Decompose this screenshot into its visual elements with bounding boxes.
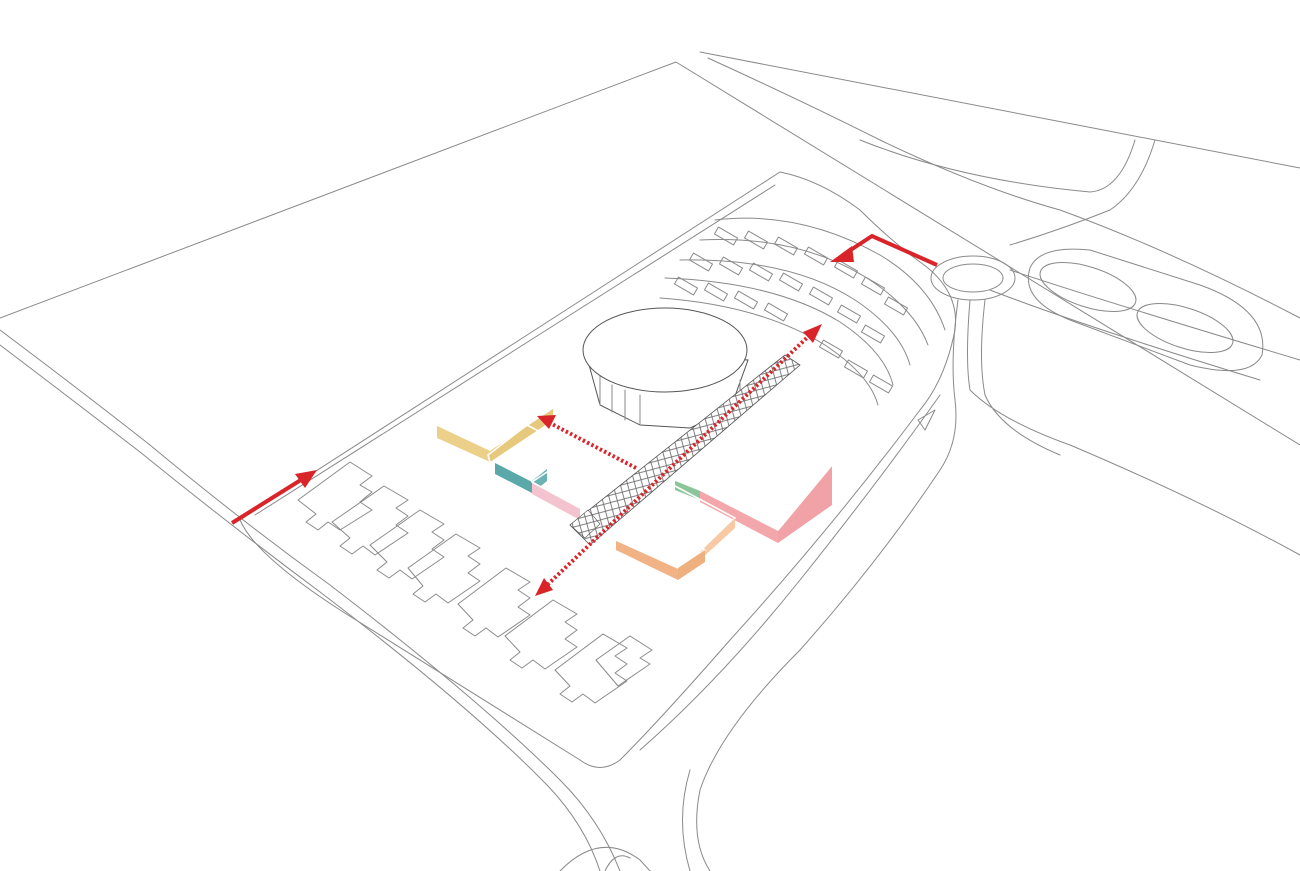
canopy-axis — [569, 354, 801, 546]
parking-bay — [763, 302, 789, 322]
oval-track-2 — [1136, 302, 1234, 354]
site-boundary-line — [0, 61, 1300, 446]
parking-bay — [803, 246, 829, 266]
stadium-facade-lines — [599, 371, 741, 426]
parking-bay — [773, 236, 799, 256]
arrow-right-icon — [230, 470, 317, 525]
parking-arc-4 — [664, 277, 894, 386]
parking-bay — [860, 324, 886, 344]
program-blocks — [436, 363, 833, 580]
parking-bay — [713, 226, 739, 246]
housing-block — [595, 635, 653, 687]
canopy-band-north — [569, 509, 601, 539]
roundabout-outer — [930, 255, 1016, 301]
ramp-north — [1009, 139, 1156, 246]
parking-bay — [673, 276, 699, 296]
south-road-east-outer — [981, 299, 1061, 456]
parking-bay — [743, 230, 769, 250]
red-block-top — [699, 429, 833, 531]
yellow-block-side — [437, 425, 490, 462]
connector-drive — [917, 409, 936, 431]
parking-bay — [688, 252, 714, 272]
parking-bay — [748, 262, 774, 282]
parking-bay — [778, 272, 804, 292]
stadium-roof — [582, 307, 748, 393]
housing-block — [331, 485, 409, 556]
arrow-left-icon — [537, 415, 637, 470]
yellow-block-side-2 — [490, 408, 553, 462]
arrow-left-icon — [830, 233, 938, 267]
orange-block-side-2 — [678, 550, 705, 580]
parking-bay — [818, 339, 844, 359]
housing-block — [504, 599, 578, 670]
yellow-block-top — [436, 363, 554, 451]
housing-block — [297, 461, 373, 531]
outer-road-west — [0, 329, 621, 871]
outer-road-west-inner — [0, 344, 601, 871]
parking-bay — [836, 304, 862, 324]
parking-bay — [733, 290, 759, 310]
housing-block — [407, 533, 481, 604]
parking-bay — [718, 256, 744, 276]
parking-bay — [868, 374, 894, 394]
south-road-east — [967, 299, 1300, 556]
parking-arc-3 — [679, 259, 911, 366]
parking-bay — [808, 286, 834, 306]
parking-bay — [833, 259, 859, 279]
housing-block — [369, 509, 445, 580]
campus-boundary — [239, 171, 957, 768]
east-road-a — [1009, 269, 1300, 361]
highway-lower — [707, 57, 1300, 319]
parking-bay — [883, 296, 909, 316]
parking-bay — [843, 359, 869, 379]
canopy-band-body — [569, 354, 801, 546]
housing-block — [457, 567, 531, 638]
roundabout — [942, 263, 1004, 293]
oval-track-1 — [1039, 261, 1137, 313]
inner-drive — [254, 184, 776, 516]
east-drive — [639, 394, 941, 751]
housing-block — [554, 633, 628, 704]
circulation-arrows — [230, 233, 938, 596]
green-block-side — [675, 480, 700, 500]
peach-block-side — [700, 518, 735, 560]
parking-bay — [703, 282, 729, 302]
parking-arc-1 — [714, 217, 946, 331]
teal-block-side — [495, 462, 532, 493]
highway-upper — [699, 51, 1300, 169]
peach-block-top — [639, 485, 736, 553]
parking-bays — [673, 226, 909, 394]
pink-block-side — [532, 482, 580, 520]
parking-arc-5 — [659, 297, 879, 406]
red-block-side — [700, 490, 778, 543]
red-block-side-2 — [778, 465, 832, 543]
south-road-east-inner — [696, 299, 959, 871]
campus-outline — [239, 171, 957, 768]
housing-clusters — [297, 461, 653, 704]
orange-block-side — [616, 540, 678, 580]
parking-bay — [860, 276, 886, 296]
green-block-top — [674, 421, 759, 491]
south-median — [682, 769, 691, 871]
highway-median — [859, 139, 1136, 193]
double-arrow-icon — [535, 324, 822, 596]
south-curb-b — [604, 855, 631, 871]
context-linework — [0, 51, 1300, 871]
oval-track-outer — [1028, 248, 1264, 372]
east-road-b — [989, 289, 1261, 381]
south-curb — [559, 846, 651, 871]
stadium — [582, 307, 749, 429]
parking-rows — [659, 217, 946, 406]
light-blue-block — [487, 424, 579, 491]
